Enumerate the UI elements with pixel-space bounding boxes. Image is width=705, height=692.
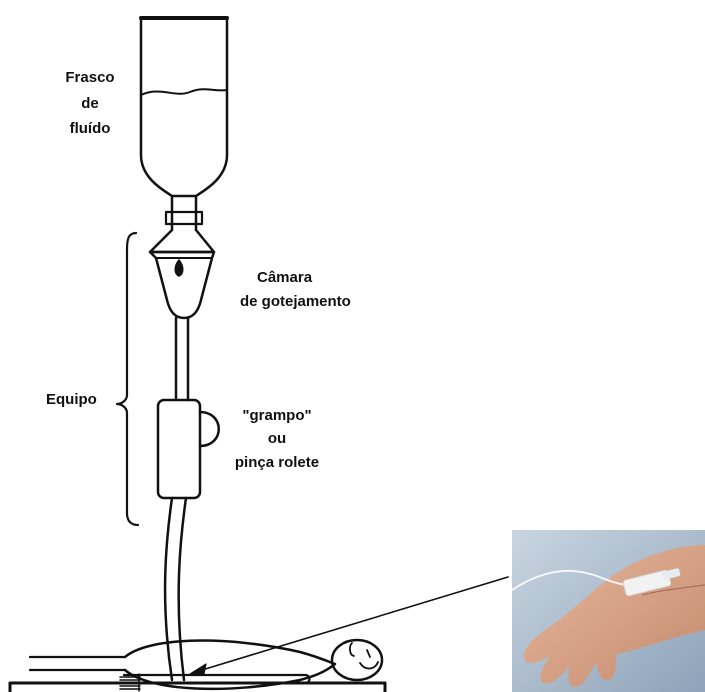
- iv-tubing-lower: [165, 498, 186, 680]
- roller-clamp-label-line2: ou: [232, 431, 322, 446]
- drip-chamber-label-line1: Câmara: [257, 270, 312, 285]
- pointer-arrow: [190, 577, 508, 674]
- roller-clamp: [158, 400, 219, 498]
- drip-chamber: [150, 230, 214, 318]
- fluid-bottle-label-line1: Frasco: [55, 70, 125, 85]
- roller-clamp-label-line3: pinça rolete: [222, 455, 332, 470]
- roller-clamp-label-line1: "grampo": [232, 408, 322, 423]
- hand-illustration: [512, 530, 705, 692]
- equipo-bracket: [117, 233, 138, 525]
- drip-chamber-label-line2: de gotejamento: [240, 294, 351, 309]
- equipo-label: Equipo: [46, 392, 97, 407]
- fluid-bottle: [141, 18, 227, 196]
- bottle-neck: [166, 196, 202, 230]
- iv-tubing-upper: [176, 318, 188, 400]
- fluid-bottle-label-line2: de: [55, 96, 125, 111]
- iv-hand-photo: [512, 530, 705, 692]
- fluid-bottle-label-line3: fluído: [55, 121, 125, 136]
